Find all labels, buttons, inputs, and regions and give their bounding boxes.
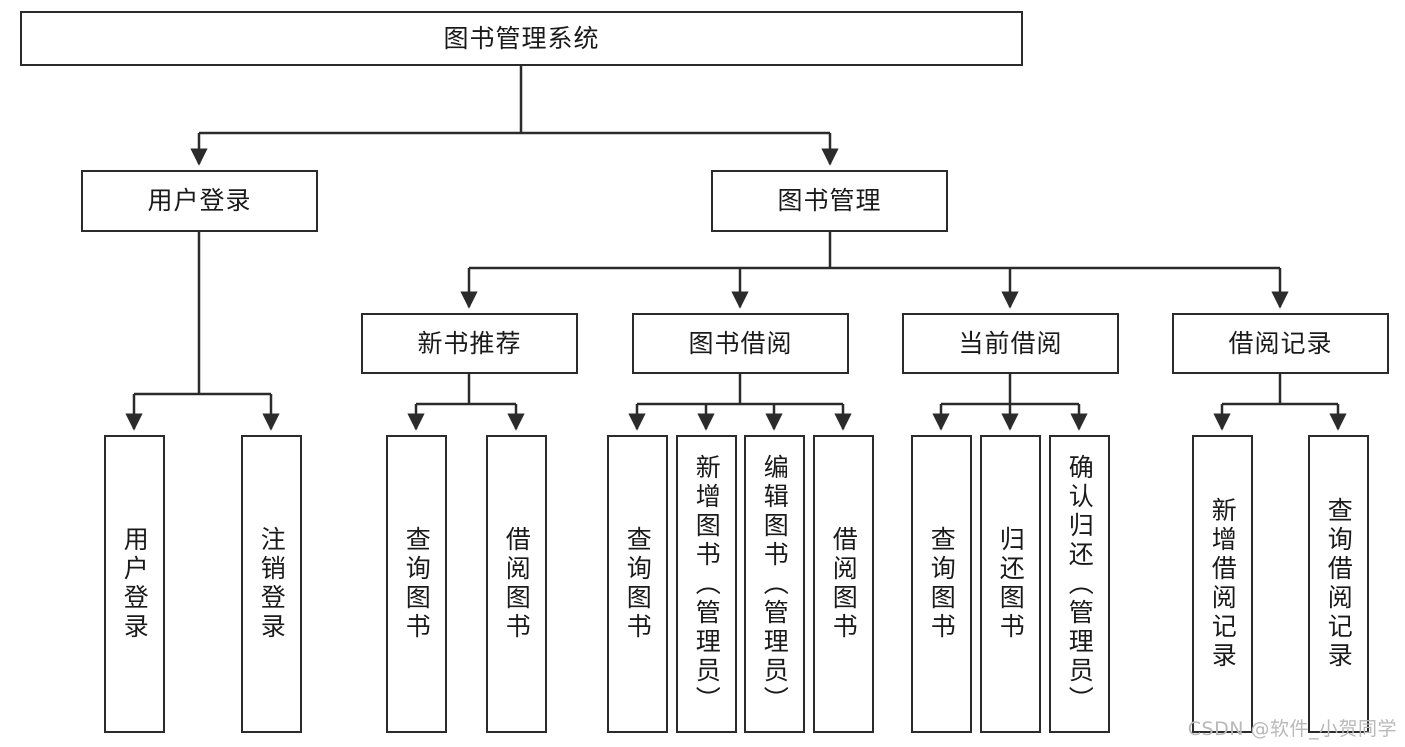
node-user-login[interactable]: 用户登录 <box>81 170 318 232</box>
node-new-book-rec-label: 新书推荐 <box>417 328 522 358</box>
leaf-cb-confirm-label: 确认归还（管理员） <box>1065 453 1095 715</box>
leaf-bb-borrow[interactable]: 借阅图书 <box>813 435 874 733</box>
leaf-bb-borrow-label: 借阅图书 <box>829 526 859 642</box>
leaf-cb-return-label: 归还图书 <box>996 526 1026 642</box>
leaf-cb-query-label: 查询图书 <box>927 526 957 642</box>
leaf-bb-query[interactable]: 查询图书 <box>607 435 668 733</box>
node-current-borrow-label: 当前借阅 <box>958 328 1063 358</box>
leaf-br-query-label: 查询借阅记录 <box>1324 497 1354 671</box>
node-book-manage[interactable]: 图书管理 <box>711 170 948 232</box>
node-current-borrow[interactable]: 当前借阅 <box>902 313 1119 374</box>
node-book-manage-label: 图书管理 <box>777 186 882 216</box>
leaf-rec-borrow-label: 借阅图书 <box>502 526 532 642</box>
node-borrow-record-label: 借阅记录 <box>1228 328 1333 358</box>
leaf-cb-confirm[interactable]: 确认归还（管理员） <box>1049 435 1110 733</box>
leaf-user-login-label: 用户登录 <box>120 526 150 642</box>
leaf-bb-query-label: 查询图书 <box>623 526 653 642</box>
leaf-logout-label: 注销登录 <box>257 526 287 642</box>
node-user-login-label: 用户登录 <box>147 186 252 216</box>
leaf-br-add[interactable]: 新增借阅记录 <box>1192 435 1253 733</box>
node-book-borrow-label: 图书借阅 <box>688 328 793 358</box>
leaf-bb-edit-label: 编辑图书（管理员） <box>760 453 790 715</box>
leaf-cb-return[interactable]: 归还图书 <box>980 435 1041 733</box>
leaf-rec-query[interactable]: 查询图书 <box>386 435 447 733</box>
leaf-user-login[interactable]: 用户登录 <box>104 435 165 733</box>
leaf-logout[interactable]: 注销登录 <box>241 435 302 733</box>
leaf-br-add-label: 新增借阅记录 <box>1208 497 1238 671</box>
node-root-label: 图书管理系统 <box>443 23 600 53</box>
leaf-rec-query-label: 查询图书 <box>402 526 432 642</box>
node-book-borrow[interactable]: 图书借阅 <box>632 313 849 374</box>
leaf-bb-edit[interactable]: 编辑图书（管理员） <box>744 435 805 733</box>
node-new-book-rec[interactable]: 新书推荐 <box>361 313 578 374</box>
node-borrow-record[interactable]: 借阅记录 <box>1172 313 1389 374</box>
leaf-bb-add-label: 新增图书（管理员） <box>692 453 722 715</box>
leaf-bb-add[interactable]: 新增图书（管理员） <box>676 435 737 733</box>
node-root[interactable]: 图书管理系统 <box>20 11 1023 66</box>
leaf-rec-borrow[interactable]: 借阅图书 <box>486 435 547 733</box>
leaf-br-query[interactable]: 查询借阅记录 <box>1308 435 1369 733</box>
leaf-cb-query[interactable]: 查询图书 <box>911 435 972 733</box>
